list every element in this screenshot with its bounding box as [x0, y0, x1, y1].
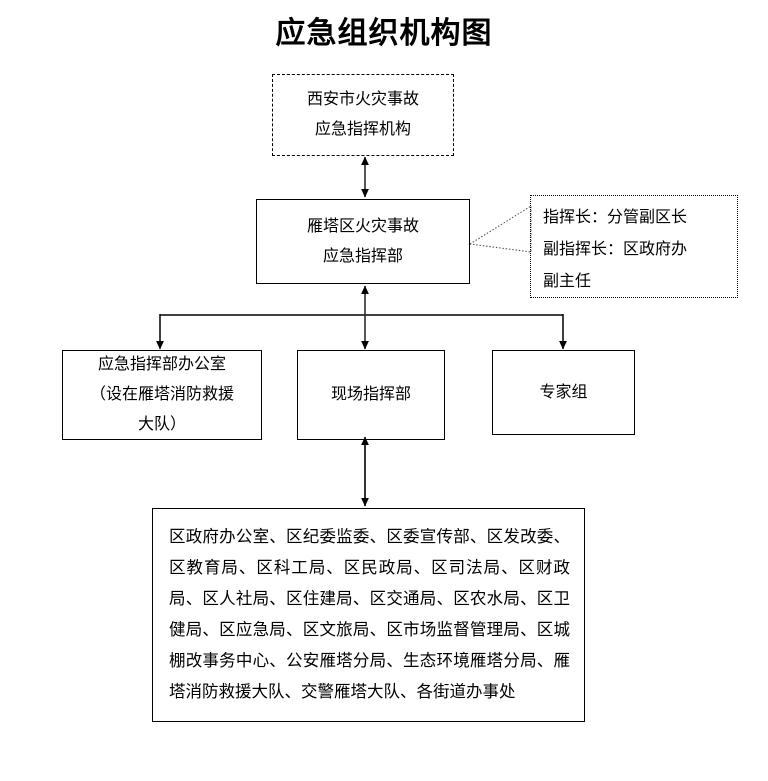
- page-title: 应急组织机构图: [275, 17, 493, 50]
- node-district-line-1: 雁塔区火灾事故: [306, 217, 419, 235]
- node-expert-group[interactable]: 专家组: [492, 350, 635, 435]
- node-district-line-2: 应急指挥部: [322, 247, 403, 265]
- callout-line-1: 指挥长：分管副区长: [543, 209, 688, 226]
- node-site-command[interactable]: 现场指挥部: [297, 350, 445, 440]
- node-district-emergency-command[interactable]: 雁塔区火灾事故 应急指挥部: [256, 199, 470, 284]
- node-member-units[interactable]: 区政府办公室、区纪委监委、区委宣传部、区发改委、区教育局、区科工局、区民政局、区…: [152, 508, 585, 722]
- command-office-line-1: 应急指挥部办公室: [97, 356, 226, 373]
- expert-group-label: 专家组: [539, 383, 588, 401]
- node-command-office[interactable]: 应急指挥部办公室 （设在雁塔消防救援 大队）: [62, 350, 262, 440]
- site-command-label: 现场指挥部: [330, 386, 411, 403]
- callout-line-2: 副指挥长：区政府办: [543, 241, 688, 258]
- node-leaders-callout[interactable]: 指挥长：分管副区长 副指挥长：区政府办 副主任: [530, 195, 738, 298]
- callout-line-3: 副主任: [543, 273, 592, 290]
- command-office-line-2: （设在雁塔消防救援: [89, 386, 234, 403]
- command-office-line-3: 大队）: [137, 416, 186, 433]
- member-units-text: 区政府办公室、区纪委监委、区委宣传部、区发改委、区教育局、区科工局、区民政局、区…: [169, 527, 570, 701]
- node-city-line-2: 应急指挥机构: [314, 121, 411, 138]
- node-city-emergency-command[interactable]: 西安市火灾事故 应急指挥机构: [272, 74, 454, 156]
- node-city-line-1: 西安市火灾事故: [306, 91, 419, 108]
- callout-tail: [468, 205, 532, 253]
